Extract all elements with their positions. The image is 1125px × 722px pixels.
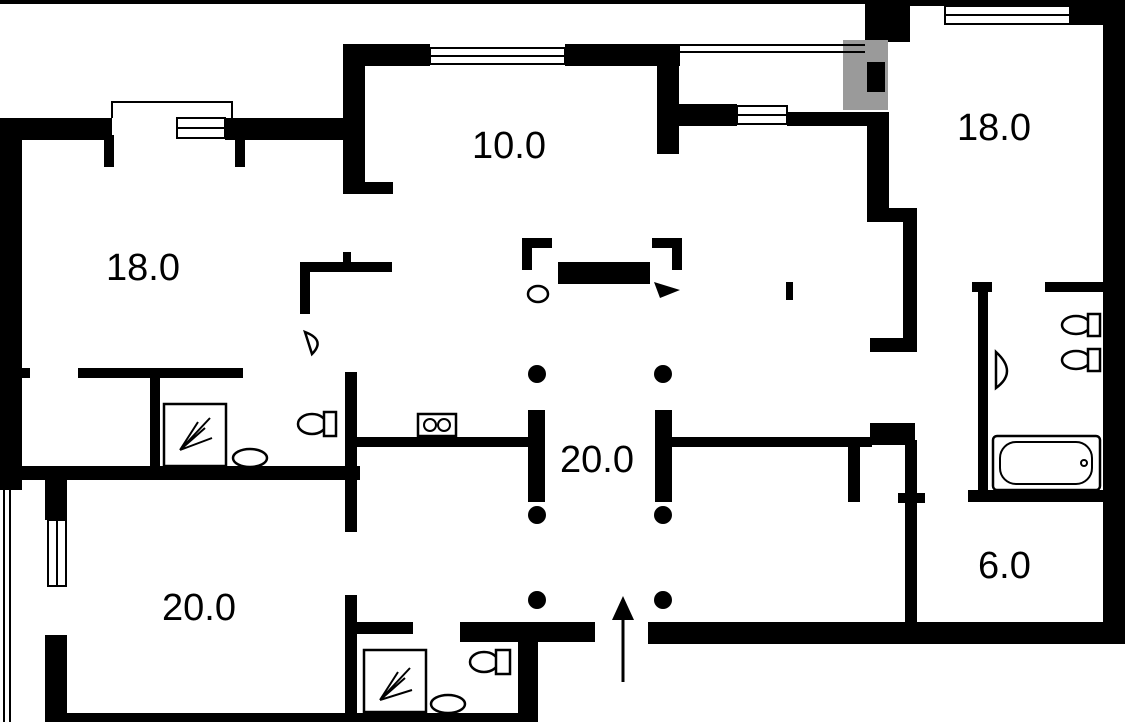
column	[528, 410, 545, 502]
shower-icon	[162, 402, 228, 468]
wall	[672, 437, 872, 447]
sink-icon	[231, 447, 269, 469]
wall	[1103, 0, 1125, 640]
column-dot-icon	[654, 365, 672, 383]
wall	[78, 368, 243, 378]
top-right-band	[865, 0, 1125, 6]
wall	[522, 238, 552, 248]
wall	[518, 640, 538, 722]
sink-icon	[526, 284, 550, 304]
sink-icon	[429, 693, 467, 715]
wall	[20, 368, 30, 378]
toilet-icon	[1060, 312, 1102, 338]
bathtub-icon	[991, 434, 1102, 492]
wall	[300, 262, 392, 272]
wall	[300, 262, 310, 314]
wall	[787, 112, 867, 126]
wall	[870, 423, 915, 445]
room-area-label: 6.0	[978, 545, 1031, 587]
room-area-label: 20.0	[162, 587, 236, 629]
wall	[45, 478, 67, 520]
wall	[104, 135, 114, 167]
wall	[0, 466, 360, 480]
wall	[343, 44, 430, 66]
wall	[648, 622, 1125, 644]
wall	[0, 118, 112, 140]
wall	[348, 437, 528, 447]
wall	[867, 62, 885, 92]
wall	[898, 493, 925, 503]
column	[655, 410, 672, 502]
wall	[865, 0, 910, 42]
wall	[672, 238, 682, 270]
wall	[652, 238, 682, 248]
wall	[657, 104, 737, 126]
top-border	[0, 0, 865, 4]
wall	[345, 622, 413, 634]
room-area-label: 10.0	[472, 125, 546, 167]
wall	[848, 440, 860, 502]
column-dot-icon	[528, 591, 546, 609]
wall	[225, 118, 365, 140]
wall	[565, 44, 680, 66]
wall	[870, 338, 917, 352]
sink-icon	[994, 349, 1009, 391]
wall	[978, 282, 988, 497]
wall	[1045, 282, 1105, 292]
wall	[343, 252, 351, 266]
entrance-arrow-icon	[612, 596, 634, 682]
column-dot-icon	[528, 365, 546, 383]
wall	[45, 635, 67, 722]
column-dot-icon	[654, 506, 672, 524]
room-area-label: 18.0	[957, 107, 1031, 149]
wall	[343, 182, 393, 194]
wall	[968, 490, 1105, 502]
wall	[343, 44, 365, 194]
wall	[558, 262, 650, 284]
bathtub-icon	[416, 412, 458, 438]
wall	[657, 44, 679, 154]
wall	[235, 135, 245, 167]
wall	[867, 112, 889, 217]
column-dot-icon	[654, 591, 672, 609]
sink-icon	[303, 329, 319, 357]
wall	[345, 595, 357, 722]
toilet-icon	[296, 410, 338, 438]
wall	[786, 282, 793, 300]
toilet-icon	[468, 648, 512, 676]
wall	[0, 118, 22, 490]
balcony	[111, 101, 233, 118]
wall	[460, 622, 595, 642]
toilet-icon	[1060, 347, 1102, 373]
shower-icon	[362, 648, 428, 714]
wall	[905, 440, 917, 630]
wall	[654, 282, 680, 298]
wall	[150, 368, 160, 468]
wall	[522, 238, 532, 270]
wall	[45, 713, 355, 722]
column-dot-icon	[528, 506, 546, 524]
wall	[345, 372, 357, 532]
wall	[903, 208, 917, 352]
room-area-label: 20.0	[560, 439, 634, 481]
wall	[345, 713, 538, 722]
room-area-label: 18.0	[106, 247, 180, 289]
